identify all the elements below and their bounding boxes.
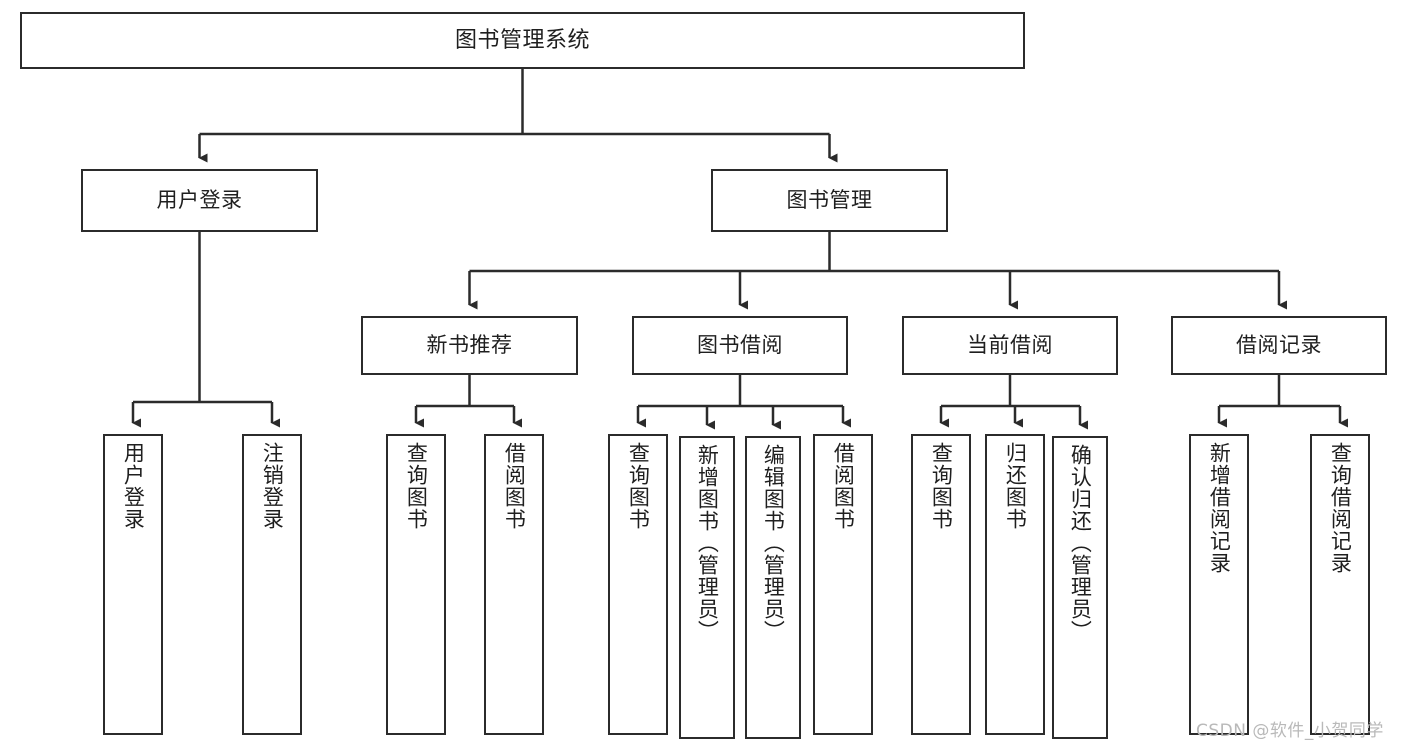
node-label: 图书管理: [786, 188, 873, 213]
node-label: 新书推荐: [426, 333, 513, 358]
node-label: 查询借阅记录: [1328, 442, 1353, 574]
node-leaf-query-book-3[interactable]: 查询图书: [911, 434, 971, 735]
node-leaf-confirm-return[interactable]: 确认归还（管理员）: [1052, 436, 1108, 739]
node-new-book-recommend[interactable]: 新书推荐: [361, 316, 578, 375]
node-leaf-borrow-book-1[interactable]: 借阅图书: [484, 434, 544, 735]
node-borrow-record[interactable]: 借阅记录: [1171, 316, 1387, 375]
node-book-manage[interactable]: 图书管理: [711, 169, 948, 232]
node-label: 图书借阅: [697, 333, 783, 358]
node-leaf-user-login[interactable]: 用户登录: [103, 434, 163, 735]
node-label: 用户登录: [121, 442, 146, 530]
node-label: 新增借阅记录: [1207, 442, 1232, 574]
node-book-borrow[interactable]: 图书借阅: [632, 316, 848, 375]
node-label: 当前借阅: [967, 333, 1053, 358]
node-label: 借阅图书: [831, 442, 856, 530]
node-root[interactable]: 图书管理系统: [20, 12, 1025, 69]
node-label: 注销登录: [260, 442, 285, 530]
node-label: 查询图书: [626, 442, 651, 530]
node-leaf-edit-book[interactable]: 编辑图书（管理员）: [745, 436, 801, 739]
watermark: CSDN @软件_小贺同学: [1196, 721, 1384, 741]
node-leaf-query-record[interactable]: 查询借阅记录: [1310, 434, 1370, 735]
node-label: 查询图书: [929, 442, 954, 530]
node-label: 新增图书（管理员）: [695, 444, 720, 642]
node-label: 借阅图书: [502, 442, 527, 530]
node-leaf-query-book-1[interactable]: 查询图书: [386, 434, 446, 735]
node-leaf-add-record[interactable]: 新增借阅记录: [1189, 434, 1249, 735]
node-current-borrow[interactable]: 当前借阅: [902, 316, 1118, 375]
node-label: 图书管理系统: [454, 27, 590, 53]
node-leaf-return-book[interactable]: 归还图书: [985, 434, 1045, 735]
node-label: 确认归还（管理员）: [1068, 444, 1093, 642]
node-user-login[interactable]: 用户登录: [81, 169, 318, 232]
node-leaf-add-book[interactable]: 新增图书（管理员）: [679, 436, 735, 739]
node-leaf-borrow-book-2[interactable]: 借阅图书: [813, 434, 873, 735]
node-label: 编辑图书（管理员）: [761, 444, 786, 642]
node-leaf-user-logout[interactable]: 注销登录: [242, 434, 302, 735]
node-label: 归还图书: [1003, 442, 1028, 530]
node-label: 查询图书: [404, 442, 429, 530]
node-label: 借阅记录: [1236, 333, 1322, 358]
node-label: 用户登录: [156, 188, 243, 213]
node-leaf-query-book-2[interactable]: 查询图书: [608, 434, 668, 735]
